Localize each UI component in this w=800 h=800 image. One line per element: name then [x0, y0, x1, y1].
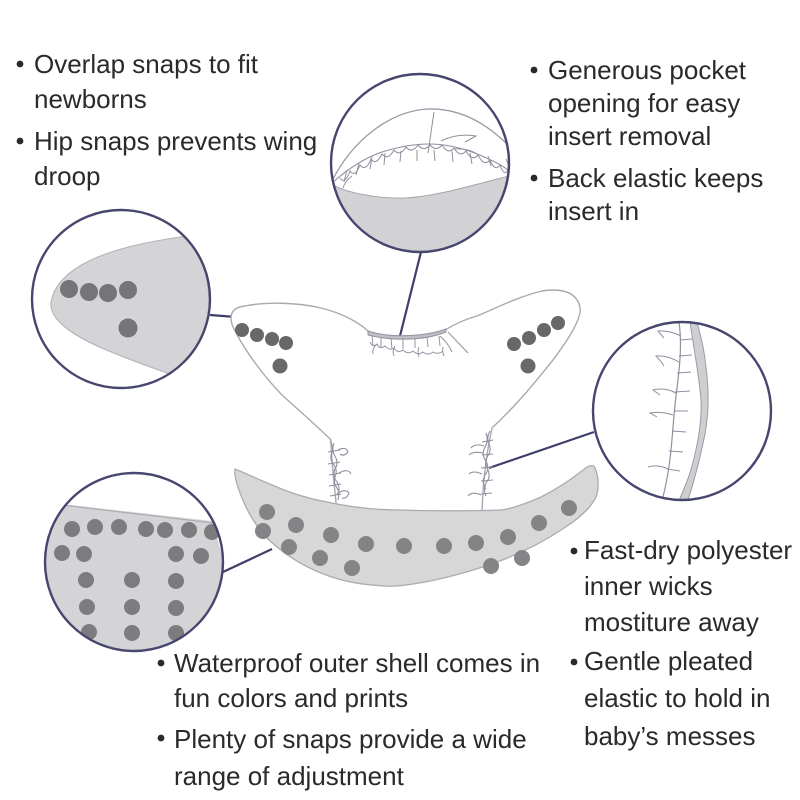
svg-text:mostiture away: mostiture away: [584, 607, 759, 637]
svg-text:insert in: insert in: [548, 196, 639, 226]
svg-text:Fast-dry polyester: Fast-dry polyester: [584, 535, 792, 565]
svg-text:Gentle pleated: Gentle pleated: [584, 646, 753, 676]
svg-text:Plenty of snaps provide a wide: Plenty of snaps provide a wide: [174, 724, 527, 754]
svg-text:range of adjustment: range of adjustment: [174, 761, 405, 791]
svg-text:newborns: newborns: [34, 84, 147, 114]
svg-text:Overlap snaps to fit: Overlap snaps to fit: [34, 49, 259, 79]
svg-text:baby’s messes: baby’s messes: [584, 721, 756, 751]
svg-text:Hip snaps prevents wing: Hip snaps prevents wing: [34, 126, 317, 156]
svg-text:insert removal: insert removal: [548, 121, 711, 151]
svg-text:opening for easy: opening for easy: [548, 88, 740, 118]
svg-text:Generous pocket: Generous pocket: [548, 55, 747, 85]
svg-text:droop: droop: [34, 161, 101, 191]
svg-text:inner wicks: inner wicks: [584, 571, 713, 601]
svg-text:fun colors and prints: fun colors and prints: [174, 683, 408, 713]
svg-text:Waterproof outer shell comes i: Waterproof outer shell comes in: [174, 648, 540, 678]
svg-text:elastic to hold in: elastic to hold in: [584, 683, 770, 713]
svg-text:Back elastic keeps: Back elastic keeps: [548, 163, 763, 193]
